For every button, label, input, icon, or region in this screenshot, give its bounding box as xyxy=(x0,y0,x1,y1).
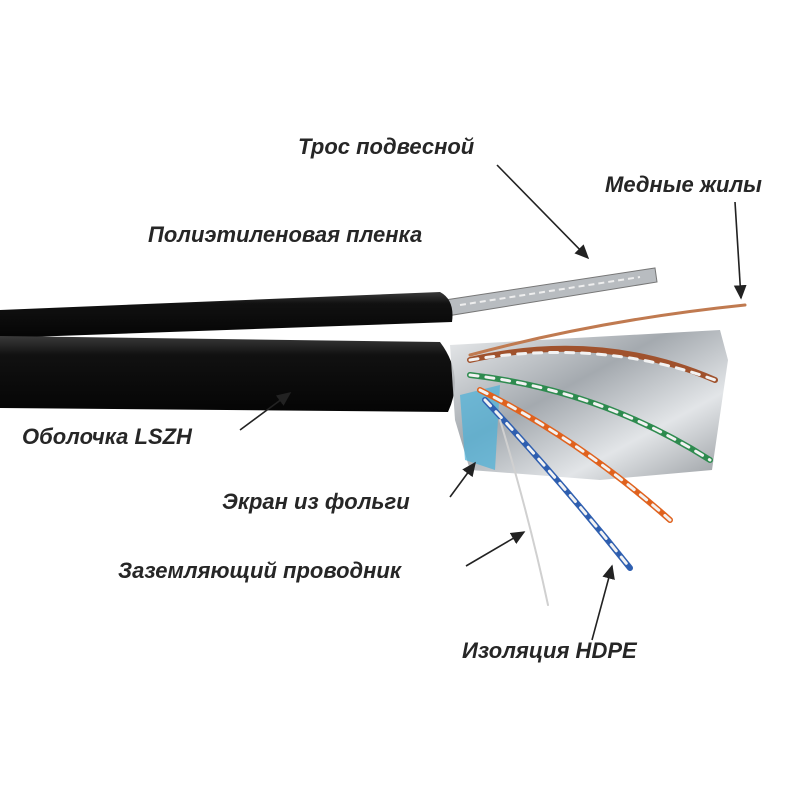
twisted-pairs xyxy=(467,303,747,606)
label-messenger: Трос подвесной xyxy=(298,134,475,159)
label-copper-conductors: Медные жилы xyxy=(605,172,762,197)
callout-arrows xyxy=(239,164,747,641)
label-sheath: Оболочка LSZH xyxy=(22,424,192,449)
main-sheath xyxy=(0,336,455,412)
foil-shield xyxy=(450,330,728,480)
messenger-wire xyxy=(444,267,658,317)
label-pe-film: Полиэтиленовая пленка xyxy=(148,222,423,247)
label-drain-wire: Заземляющий проводник xyxy=(118,558,402,583)
messenger-sheath xyxy=(0,292,453,338)
label-insulation: Изоляция HDPE xyxy=(462,638,637,663)
label-foil-shield: Экран из фольги xyxy=(222,489,410,514)
